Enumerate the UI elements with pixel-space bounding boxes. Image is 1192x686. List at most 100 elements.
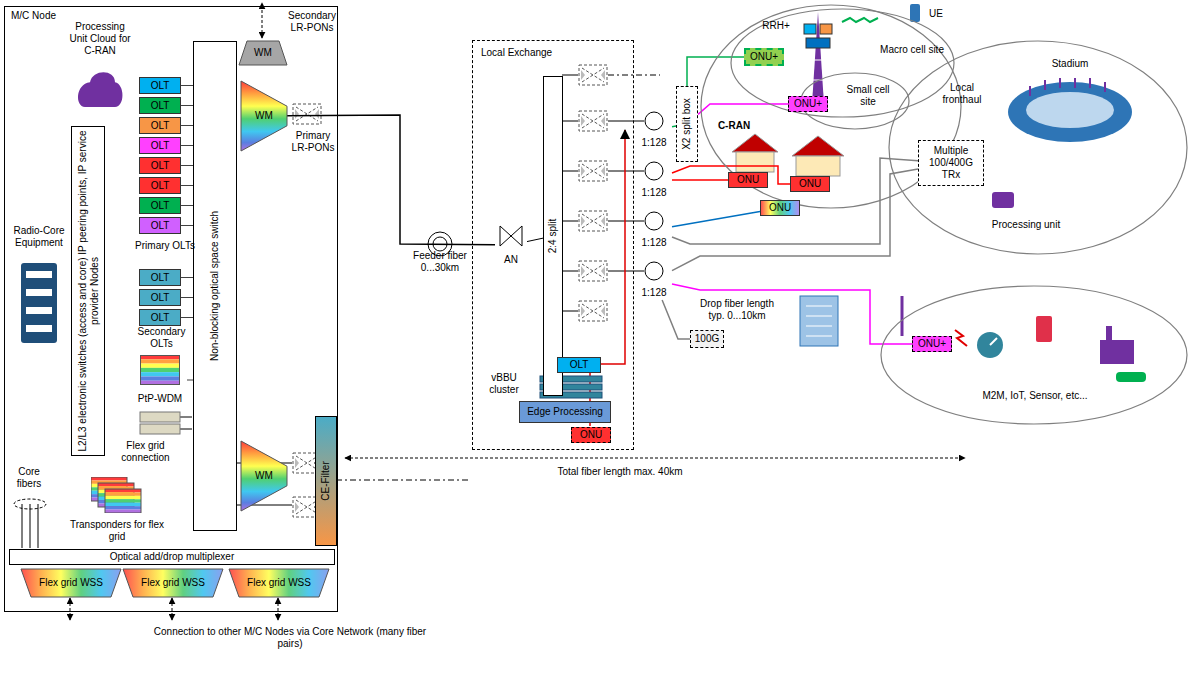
annotation-label: RRH+ <box>758 20 794 32</box>
node-text: OLT <box>142 120 178 132</box>
olt-box: OLT <box>139 309 181 326</box>
node-text: WM <box>243 110 285 122</box>
node-text: Flex grid WSS <box>125 577 221 589</box>
node-text: Non-blocking optical space switch <box>209 44 221 528</box>
circle-icon <box>644 111 664 131</box>
node-text: ONU <box>793 178 827 190</box>
fiber-connector <box>181 105 193 106</box>
olt-box: OLT <box>139 269 181 286</box>
node-text: OLT <box>142 80 178 92</box>
fiber-connector <box>672 158 918 244</box>
onu-box: ONU+ <box>912 336 952 352</box>
node-text: Stadium <box>1040 58 1100 70</box>
iot-devices <box>1100 340 1134 364</box>
cross-switch <box>579 161 607 181</box>
stadium-illustration <box>1030 78 1105 96</box>
node-text: ONU <box>731 174 765 186</box>
shape-outline <box>880 285 1188 425</box>
node-text: WM <box>241 47 285 59</box>
shape-outline <box>239 41 287 65</box>
region-ellipse: Local fronthaulStadiumMultiple 100/400G … <box>888 40 1188 255</box>
olt-box: OLT <box>139 117 181 134</box>
olt-box: OLT <box>139 97 181 114</box>
vbbu-stack <box>540 376 602 382</box>
trans-icon <box>91 477 143 513</box>
wss-block: Flex grid WSS <box>123 569 223 597</box>
fiber-wires <box>236 463 322 507</box>
olt-box: OLT <box>139 217 181 234</box>
stadium-illustration <box>1026 92 1114 128</box>
ptp-wdm: PtP-WDM <box>133 353 187 407</box>
antenna-tower <box>820 24 832 34</box>
cloud-icon <box>75 69 125 107</box>
split-box: X2 split box <box>676 86 698 162</box>
shape-outline <box>800 72 910 130</box>
wss-block: Flex grid WSS <box>21 569 121 597</box>
filter-box: CE-Filter <box>315 416 337 546</box>
node-text: M/C Node <box>11 10 131 22</box>
node-text: L2/L3 electronic switches (access and co… <box>77 129 100 453</box>
flex-grid-boxes <box>140 412 180 422</box>
fiber-connector <box>181 125 193 126</box>
flex-grid-boxes <box>140 412 180 434</box>
shape-outline <box>700 4 962 209</box>
node-text: Local Exchange <box>481 47 581 59</box>
node-text: Flex grid WSS <box>231 577 327 589</box>
fiber-connector <box>672 125 676 127</box>
space-switch: Non-blocking optical space switch <box>193 41 237 531</box>
flex-grid-boxes <box>140 424 180 434</box>
node-text: M2M, IoT, Sensor, etc... <box>960 390 1110 402</box>
shape-outline <box>21 569 121 597</box>
node-text: ONU+ <box>915 338 949 350</box>
fiber-connector <box>287 115 495 245</box>
node-text: 100G <box>693 333 721 345</box>
olt-box: OLT <box>139 177 181 194</box>
house <box>792 136 844 156</box>
node-text: Flex grid WSS <box>23 577 119 589</box>
transceiver-box: 100G <box>690 330 724 348</box>
node-text: Optical add/drop multiplexer <box>12 551 332 563</box>
radio-icon <box>21 263 57 343</box>
node-text: CE-Filter <box>320 419 332 543</box>
power-splitter: 1:128 <box>636 160 672 200</box>
node-text: 1:128 <box>636 237 672 249</box>
olt-box: OLT <box>139 289 181 306</box>
antenna-tower <box>804 4 920 104</box>
antenna-tower <box>806 38 830 48</box>
processing-box: Edge Processing <box>519 401 611 423</box>
power-splitter: 1:128 <box>636 210 672 250</box>
radio-core: Radio-Core Equipment <box>9 223 69 349</box>
building <box>800 296 838 346</box>
wdm-icon <box>140 355 180 385</box>
onu-box: ONU+ <box>788 96 828 112</box>
annotation-label: Flex grid connection <box>108 440 183 464</box>
fiber-connector <box>181 205 193 206</box>
core-fiber-marks <box>22 504 38 548</box>
node-text: OLT <box>142 100 178 112</box>
region-ellipse: M2M, IoT, Sensor, etc... ONU+ <box>880 285 1188 425</box>
iot-devices <box>1106 326 1112 340</box>
house <box>732 134 844 176</box>
node-text: OLT <box>142 180 178 192</box>
dashed-arrows <box>70 3 965 620</box>
node-text: Processing unit <box>990 219 1062 231</box>
antenna-tower <box>804 24 816 34</box>
shape-outline <box>123 569 223 597</box>
node-text: Small cell site <box>838 84 898 108</box>
node-text: 1:128 <box>636 287 672 299</box>
house <box>796 156 840 176</box>
fiber-connector <box>181 277 193 278</box>
node-text: Transponders for flex grid <box>67 519 167 543</box>
olt-box: OLT <box>139 77 181 94</box>
node-text: Radio-Core Equipment <box>11 225 67 249</box>
cross-switch <box>293 65 607 517</box>
processing-cloud: Processing Unit Cloud for C-RAN <box>63 19 137 111</box>
fiber-wires <box>180 417 192 429</box>
wavelength-mux: WM <box>239 41 287 65</box>
node-frame: M/C NodeProcessing Unit Cloud for C-RAN W… <box>4 6 338 612</box>
node-text: WM <box>243 470 285 482</box>
node-text: Edge Processing <box>522 406 608 418</box>
node-text: OLT <box>142 160 178 172</box>
cross-switch <box>579 261 607 281</box>
